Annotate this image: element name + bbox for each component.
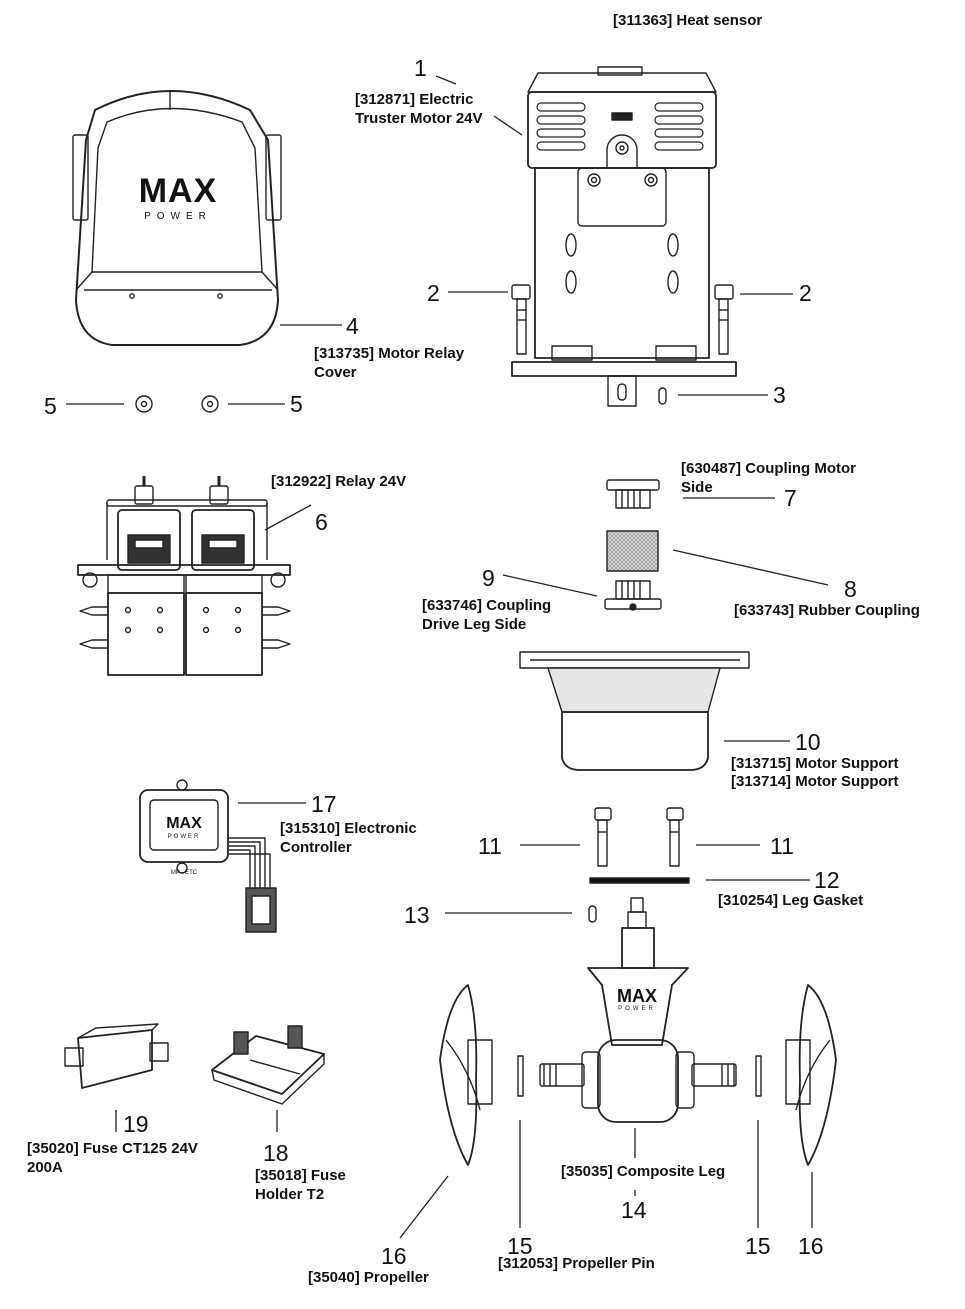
- ref-number-12: 12: [814, 867, 840, 893]
- leg-gasket: [589, 877, 690, 884]
- controller-brand-mark: MAX: [166, 815, 202, 832]
- propeller-right: [785, 984, 837, 1166]
- cover-nut-right: [201, 395, 219, 413]
- ref-number-5-right: 5: [290, 391, 303, 417]
- ref-number-16-right: 16: [798, 1233, 824, 1259]
- label-part-4-line1: [313735] Motor Relay: [314, 345, 465, 362]
- ref-number-15-right: 15: [745, 1233, 771, 1259]
- propeller-pin-right: [755, 1055, 762, 1097]
- propeller-left: [439, 984, 493, 1166]
- ref-number-3: 3: [773, 382, 786, 408]
- label-part-10-line1: [313715] Motor Support: [731, 755, 899, 772]
- leg-shaft-key: [588, 905, 597, 923]
- propeller-pin-left: [517, 1055, 524, 1097]
- label-part-9-line2: Drive Leg Side: [422, 616, 527, 633]
- motor-shaft-key: [658, 387, 667, 405]
- coupling-drive-leg-side: [604, 580, 662, 611]
- cover-brand-subtitle: POWER: [144, 211, 212, 222]
- label-part-14: [35035] Composite Leg: [561, 1163, 726, 1180]
- label-part-7-line2: Side: [681, 479, 713, 496]
- leg-brand-mark: MAX: [617, 986, 657, 1006]
- ref-number-11-left: 11: [478, 833, 502, 859]
- fuse-holder-t2: [211, 1025, 325, 1105]
- motor-bolt-left: [511, 284, 531, 355]
- label-part-12: [310254] Leg Gasket: [718, 892, 864, 909]
- controller-brand-subtitle: POWER: [168, 834, 201, 840]
- label-part-7-line1: [630487] Coupling Motor: [681, 460, 857, 477]
- label-part-1-line1: [312871] Electric: [355, 91, 474, 108]
- ref-number-14: 14: [621, 1197, 647, 1223]
- ref-number-15-left: 15: [507, 1233, 533, 1259]
- ref-number-13: 13: [404, 902, 430, 928]
- label-part-6: [312922] Relay 24V: [271, 473, 407, 490]
- electric-thruster-motor: [511, 66, 737, 407]
- label-part-1-line2: Truster Motor 24V: [355, 110, 483, 127]
- ref-number-19: 19: [123, 1111, 149, 1137]
- ref-number-5-left: 5: [44, 393, 57, 419]
- label-part-4-line2: Cover: [314, 364, 357, 381]
- electronic-controller: MAX POWER MP - ETC: [139, 779, 277, 933]
- composite-leg: MAX POWER: [539, 897, 737, 1123]
- support-bolt-left: [594, 807, 612, 867]
- motor-relay-cover: MAX POWER: [72, 90, 282, 346]
- label-part-15: [312053] Propeller Pin: [498, 1255, 655, 1272]
- motor-support: [519, 651, 750, 771]
- ref-number-8: 8: [844, 576, 857, 602]
- label-part-18-line2: Holder T2: [255, 1186, 325, 1203]
- label-part-18-line1: [35018] Fuse: [255, 1167, 346, 1184]
- leader-lines: [66, 75, 829, 1239]
- ref-number-7: 7: [784, 485, 797, 511]
- relay-24v: [77, 476, 291, 676]
- ref-number-17: 17: [311, 791, 337, 817]
- coupling-motor-side: [606, 479, 660, 509]
- label-heat-sensor: [311363] Heat sensor: [613, 12, 763, 29]
- ref-number-18: 18: [263, 1140, 289, 1166]
- label-part-10-line2: [313714] Motor Support: [731, 773, 899, 790]
- motor-bolt-right: [714, 284, 734, 355]
- support-bolt-right: [666, 807, 684, 867]
- ref-number-16-left: 16: [381, 1243, 407, 1269]
- cover-nut-left: [135, 395, 153, 413]
- label-part-8: [633743] Rubber Coupling: [734, 602, 920, 619]
- ref-number-2-left: 2: [427, 280, 440, 306]
- label-part-19-line1: [35020] Fuse CT125 24V: [27, 1140, 198, 1157]
- label-part-17-line2: Controller: [280, 839, 352, 856]
- ref-number-6: 6: [315, 509, 328, 535]
- fuse-ct125: [64, 1023, 169, 1089]
- controller-model-text: MP - ETC: [171, 870, 198, 876]
- ref-number-10: 10: [795, 729, 821, 755]
- rubber-coupling: [606, 530, 659, 572]
- ref-number-2-right: 2: [799, 280, 812, 306]
- ref-number-1: 1: [414, 55, 427, 81]
- label-part-9-line1: [633746] Coupling: [422, 597, 552, 614]
- ref-number-4: 4: [346, 313, 359, 339]
- label-part-16: [35040] Propeller: [308, 1269, 429, 1286]
- label-part-17-line1: [315310] Electronic: [280, 820, 417, 837]
- ref-number-11-right: 11: [770, 833, 794, 859]
- ref-number-9: 9: [482, 565, 495, 591]
- label-part-19-line2: 200A: [27, 1159, 63, 1176]
- cover-brand-mark: MAX: [139, 172, 218, 210]
- leg-brand-subtitle: POWER: [618, 1006, 656, 1012]
